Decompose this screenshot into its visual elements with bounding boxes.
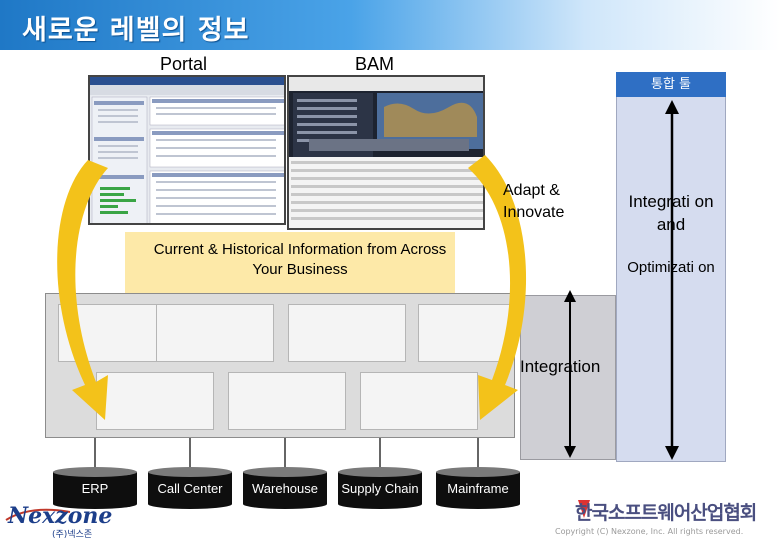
arrow-head-up xyxy=(564,290,576,302)
mainframe-cylinder xyxy=(436,467,520,509)
title-bar xyxy=(0,0,780,50)
left-curved-arrow xyxy=(57,160,108,420)
arrow-head-up xyxy=(665,100,679,114)
adapt-innovate-label: Adapt & Innovate xyxy=(503,182,565,221)
nexzone-logo-subtitle: (주)넥스존 xyxy=(52,530,93,540)
logo-swoosh xyxy=(5,508,71,521)
copyright-text: Copyright (C) Nexzone, Inc. All rights r… xyxy=(555,527,744,536)
warehouse-cylinder xyxy=(243,467,327,509)
tool-tab: 통합 툴 xyxy=(616,72,726,97)
right-curved-arrow xyxy=(468,155,527,420)
supply-chain-cylinder xyxy=(338,467,422,509)
association-logo-mark xyxy=(578,500,590,518)
portal-screen-image xyxy=(90,77,284,223)
bam-screen-image xyxy=(289,77,483,228)
band-text: Current & Historical Information from Ac… xyxy=(153,241,447,278)
call-center-label: Call Center xyxy=(157,481,223,496)
process-card xyxy=(156,304,274,362)
process-card xyxy=(360,372,478,430)
process-card xyxy=(418,304,510,362)
erp-label: ERP xyxy=(81,481,109,496)
process-card xyxy=(288,304,406,362)
mainframe-label: Mainframe xyxy=(447,481,509,496)
nexzone-logo: Nexzone xyxy=(8,503,113,529)
association-logo-text: 한국소프트웨어산업협회 xyxy=(575,502,757,524)
arrow-head-down xyxy=(564,446,576,458)
page-title: 새로운 레벨의 정보 xyxy=(22,15,250,46)
portal-label: Portal xyxy=(160,54,208,74)
arrow-head-down xyxy=(665,446,679,460)
process-card xyxy=(228,372,346,430)
bam-label: BAM xyxy=(355,54,395,74)
process-diagram-area xyxy=(45,293,515,438)
bam-screenshot xyxy=(287,75,485,230)
supply-chain-label: Supply Chain xyxy=(341,481,419,496)
process-card xyxy=(96,372,214,430)
portal-screenshot xyxy=(88,75,286,225)
erp-cylinder xyxy=(53,467,137,509)
integration-label: Integration xyxy=(520,357,601,376)
call-center-cylinder xyxy=(148,467,232,509)
warehouse-label: Warehouse xyxy=(252,481,318,496)
information-band xyxy=(125,232,455,294)
